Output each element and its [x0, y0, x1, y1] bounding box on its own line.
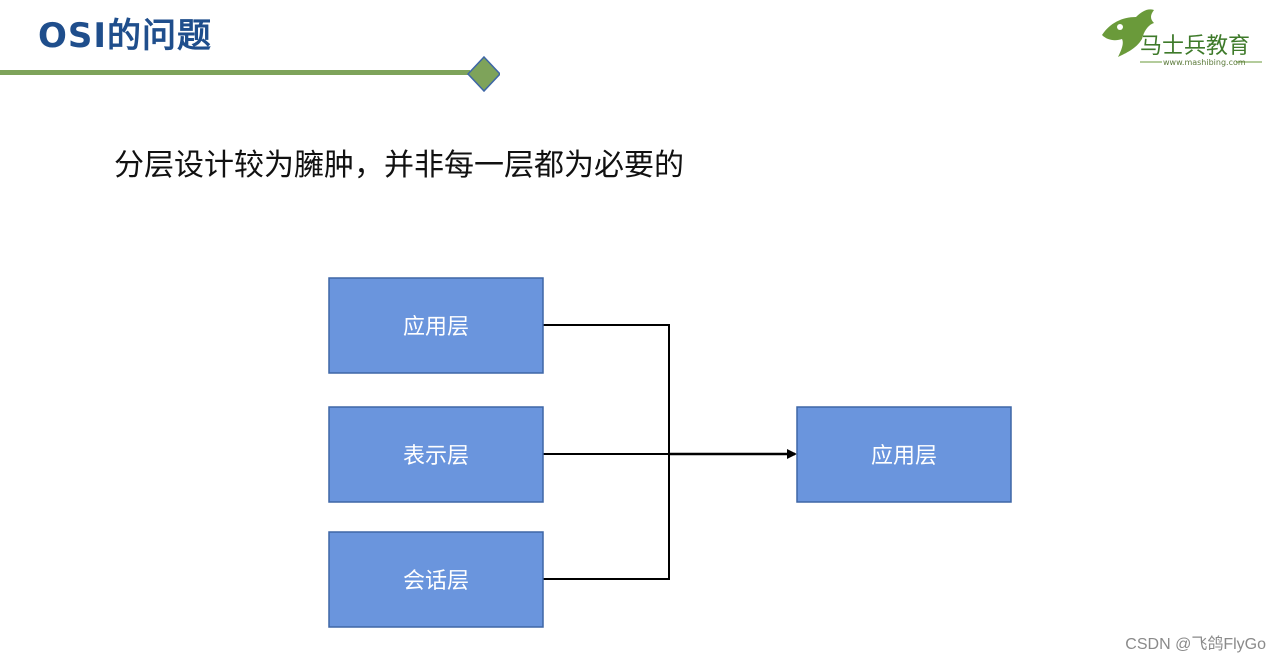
- box-session-layer: 会话层: [328, 531, 544, 628]
- watermark: CSDN @飞鸽FlyGo: [1125, 636, 1266, 653]
- connector-session-layer: [543, 454, 670, 580]
- slide-subtitle: 分层设计较为臃肿，并非每一层都为必要的: [114, 148, 684, 183]
- box-merged-application-layer-label: 应用层: [871, 444, 937, 469]
- slide-title: OSI的问题: [38, 16, 213, 56]
- box-application-layer: 应用层: [328, 277, 544, 374]
- logo-horse-shape: [1102, 9, 1154, 57]
- title-divider: [0, 55, 500, 93]
- logo-url: www.mashibing.com: [1163, 58, 1246, 67]
- logo-icon: [1102, 9, 1262, 63]
- box-merged-application-layer: 应用层: [796, 406, 1012, 503]
- box-application-layer-label: 应用层: [403, 315, 469, 340]
- box-presentation-layer-label: 表示层: [403, 444, 469, 469]
- logo-text: 马士兵教育: [1140, 34, 1251, 59]
- title-divider-line: [0, 70, 470, 75]
- box-session-layer-label: 会话层: [403, 569, 469, 594]
- box-presentation-layer: 表示层: [328, 406, 544, 503]
- connector-application-layer: [543, 324, 670, 454]
- logo-dot: [1117, 24, 1123, 30]
- title-divider-diamond: [466, 55, 500, 93]
